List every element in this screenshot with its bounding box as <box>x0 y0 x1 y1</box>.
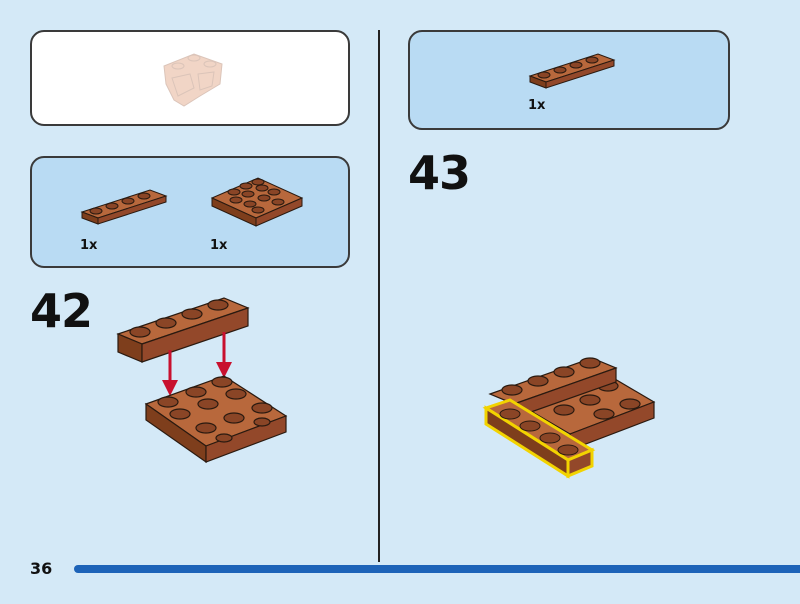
brick-plate-4x4-corner-icon <box>210 177 304 227</box>
brick-plate-1x4-icon <box>80 189 168 225</box>
faded-submodel-preview-icon <box>163 53 223 107</box>
page-number: 36 <box>30 559 53 578</box>
step-42-assembly-illustration <box>116 297 288 464</box>
parts-list-box-step-43: 1x <box>408 30 730 130</box>
previous-submodel-box <box>30 30 350 126</box>
placement-arrows <box>162 332 232 396</box>
step-number: 43 <box>408 146 471 200</box>
part-qty-label: 1x <box>80 238 98 253</box>
part-qty-label: 1x <box>210 238 228 253</box>
step-number: 42 <box>30 284 93 338</box>
parts-list-box-step-42: 1x 1x <box>30 156 350 268</box>
brick-plate-1x4-icon <box>528 53 616 89</box>
step-43-assembly-illustration <box>482 357 656 479</box>
part-qty-label: 1x <box>528 98 546 113</box>
column-divider <box>378 30 380 562</box>
progress-bar <box>74 565 800 573</box>
